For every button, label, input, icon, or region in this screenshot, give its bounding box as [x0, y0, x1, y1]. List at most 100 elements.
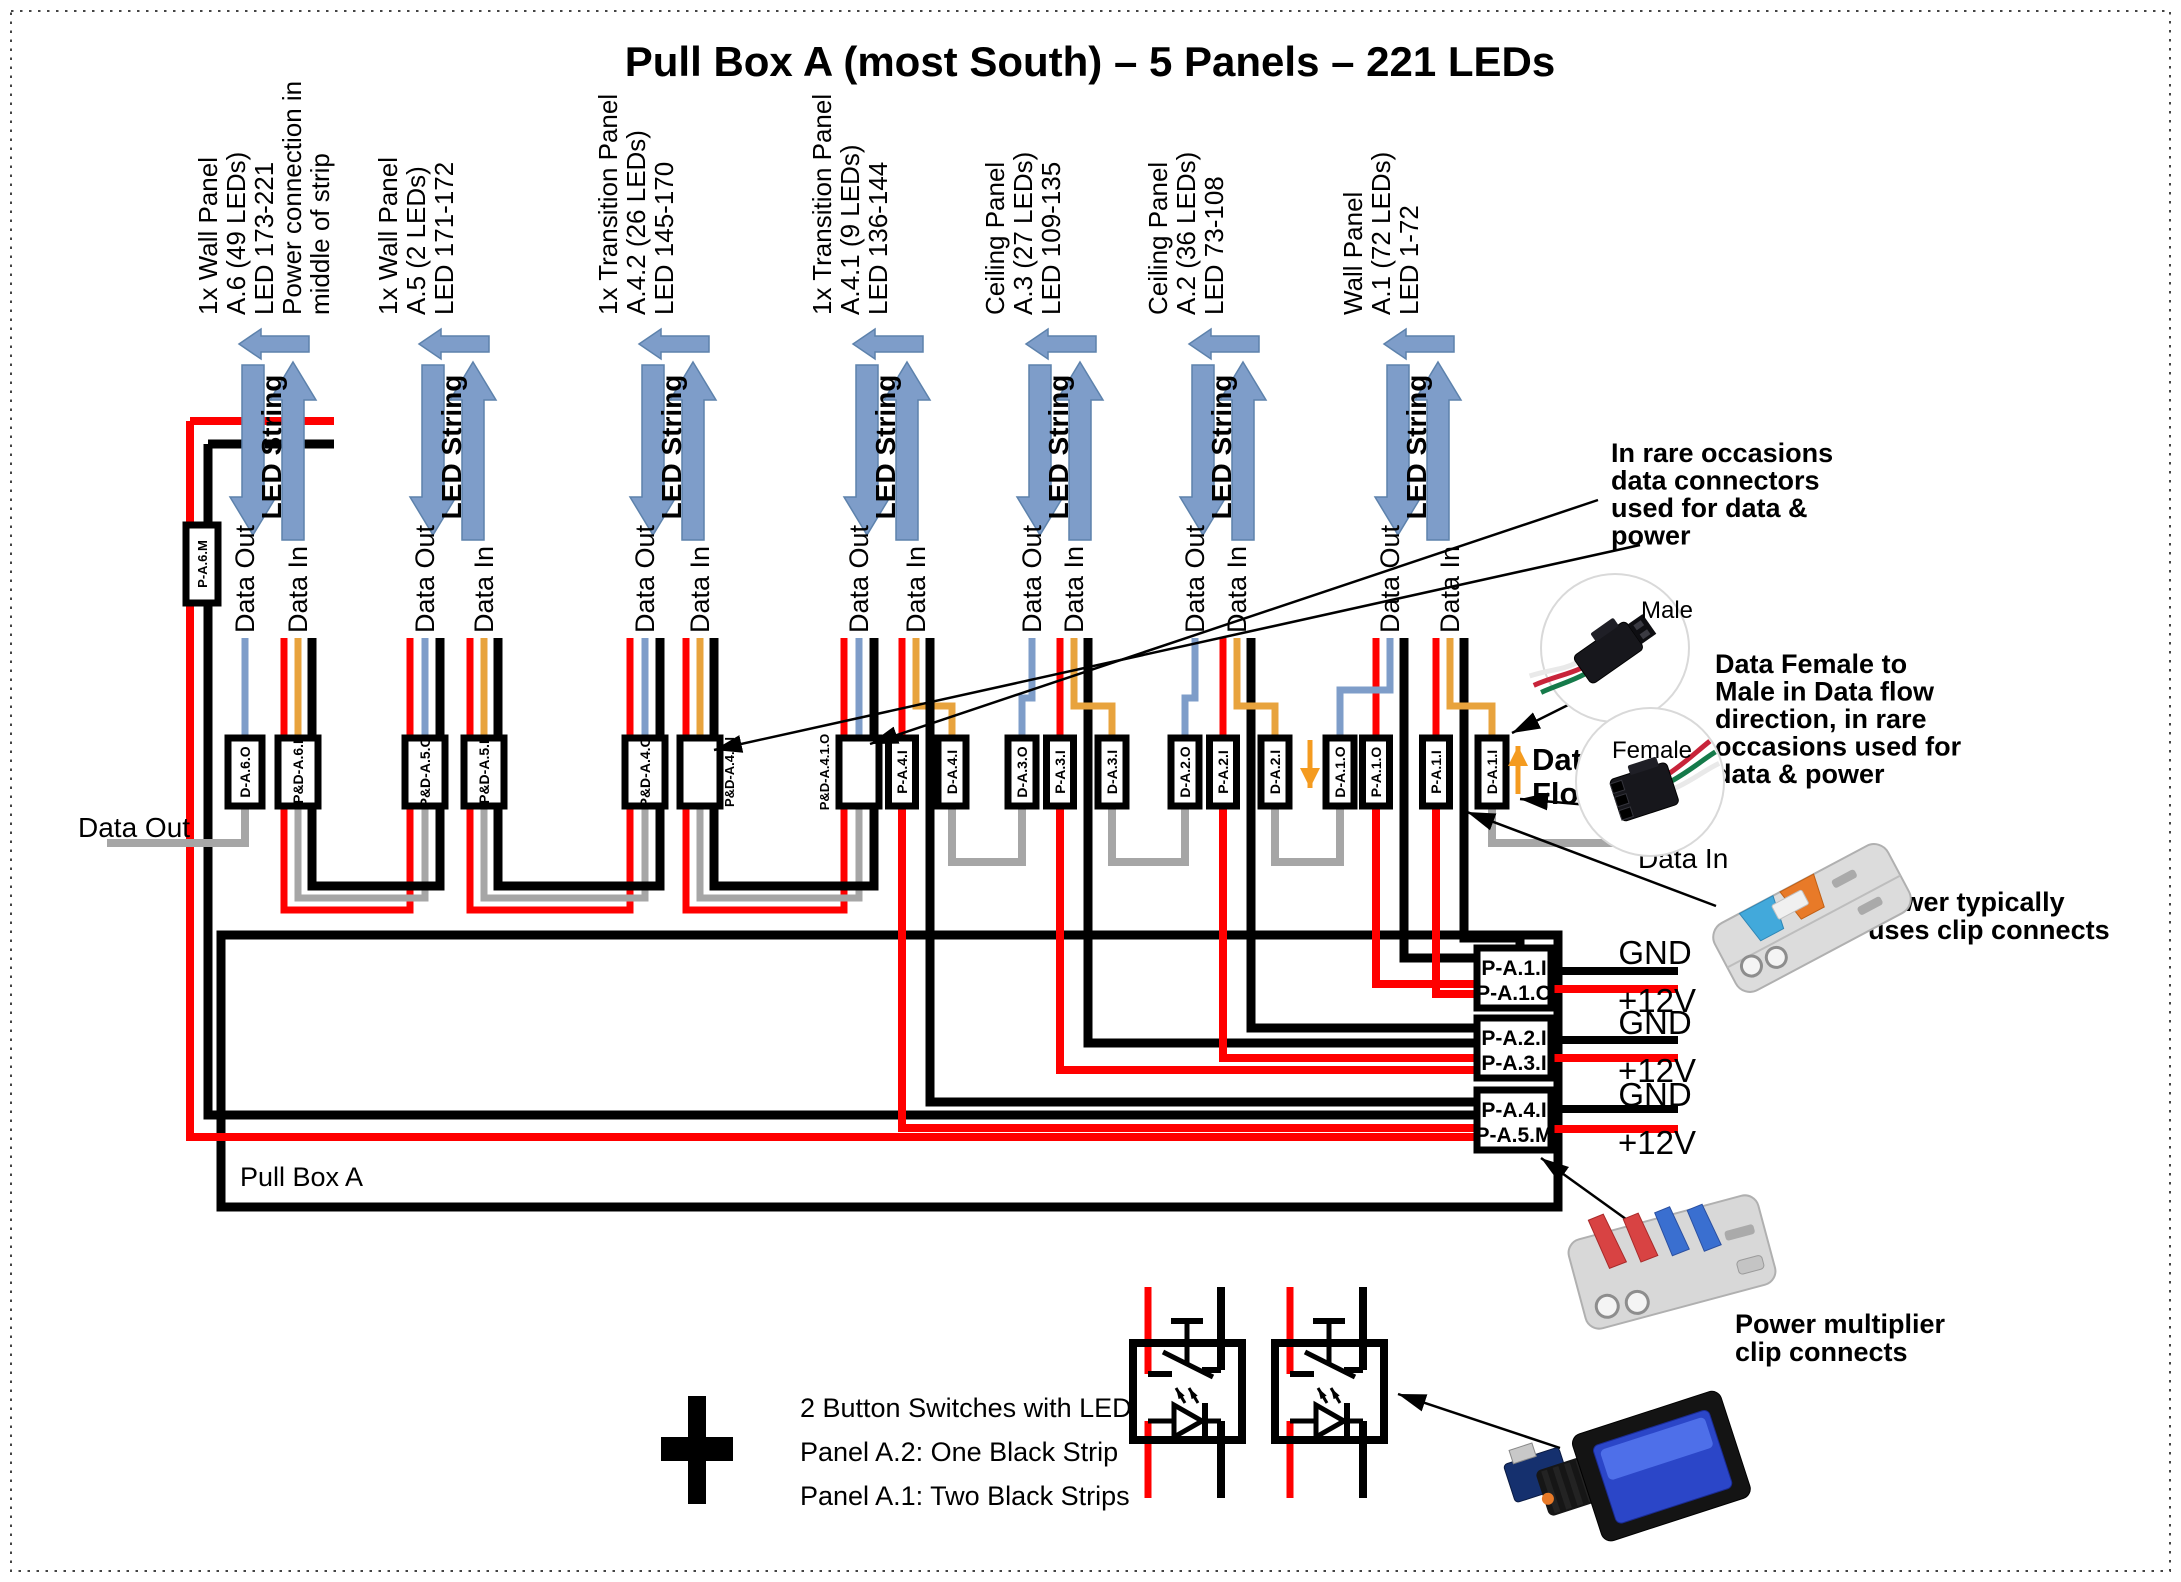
connector-label: D-A.2.O [1177, 746, 1193, 797]
connector-label: P&D-A.5.O [417, 737, 433, 808]
panel-label-line: A.1 (72 LEDs) [1366, 152, 1396, 315]
connector-box [274, 734, 322, 810]
data-in-label: Data In [283, 546, 313, 633]
connector-box [1322, 734, 1358, 810]
led-string-turn-arrow-icon [851, 327, 924, 361]
annotation-arrow [869, 498, 1599, 746]
power-feed-wire [203, 444, 1477, 1120]
connector-label: D-A.1.O [1332, 746, 1348, 797]
power-box-label: P-A.1.I [1481, 957, 1546, 980]
power-feed-wire [1372, 806, 1477, 988]
power-feed-wire [925, 638, 1477, 1107]
led-string-down-arrow-icon [1178, 364, 1228, 537]
led-string-label: LED String [256, 375, 287, 520]
power-clip-note: uses clip connects [1868, 915, 2110, 945]
female-male-note: Data Female to [1715, 649, 1907, 679]
v12-label: +12V [1618, 982, 1696, 1019]
data-out-label: Data Out [844, 524, 874, 633]
data-in-wire-orange [1233, 638, 1279, 738]
data-out-left-label: Data Out [78, 812, 190, 843]
connector-label: D-A.4.I [944, 750, 960, 794]
power-feed-wire [898, 806, 1477, 1132]
u-link-black [709, 806, 879, 891]
panel-label-line: LED 145-170 [649, 162, 679, 315]
u-link-red [280, 806, 414, 914]
panel-label-line: LED 171-172 [429, 162, 459, 315]
panel-label-line: 1x Transition Panel [593, 94, 623, 315]
data-in-label: Data In [1059, 546, 1089, 633]
rare-data-note: used for data & [1611, 493, 1808, 523]
male-label: Male [1641, 597, 1693, 624]
data-out-label: Data Out [410, 524, 440, 633]
connector-label: P-A.2.I [1215, 750, 1231, 794]
connector-box [1094, 734, 1130, 810]
female-connector-photo [1609, 739, 1721, 822]
led-string-label: LED String [436, 375, 467, 520]
data-out-label: Data Out [1375, 524, 1405, 633]
gnd-label: GND [1618, 1076, 1691, 1113]
power-box-label: P-A.3.I [1481, 1052, 1546, 1075]
connector-box [460, 734, 508, 810]
gnd-label: GND [1618, 934, 1691, 971]
led-string-down-arrow-icon [1015, 364, 1065, 537]
panel-label-line: A.5 (2 LEDs) [401, 166, 431, 315]
panel-label-line: 1x Wall Panel [193, 157, 223, 315]
connector-label: P-A.4.I [894, 750, 910, 794]
data-out-label: Data Out [1017, 524, 1047, 633]
power-box [1473, 1086, 1555, 1154]
switches-note: Panel A.1: Two Black Strips [800, 1481, 1130, 1511]
led-string-up-arrow-icon [1055, 360, 1105, 541]
rare-data-note: In rare occasions [1611, 438, 1833, 468]
connector-label: P&D-A.6.I [290, 740, 306, 804]
rare-data-note: data connectors [1611, 466, 1820, 496]
data-out-wire [1181, 638, 1199, 738]
page-title: Pull Box A (most South) – 5 Panels – 221… [625, 38, 1555, 85]
connector-label: D-A.3.O [1014, 746, 1030, 797]
connector-box [182, 521, 222, 607]
pull-box-label: Pull Box A [240, 1162, 363, 1192]
led-string-down-arrow-icon [228, 364, 278, 537]
data-link-gray [1271, 806, 1344, 866]
connector-box [1043, 734, 1077, 810]
panel-label-line: Ceiling Panel [980, 162, 1010, 315]
connector-label: P-A.3.I [1052, 750, 1068, 794]
led-string-down-arrow-icon [408, 364, 458, 537]
power-box [1473, 1014, 1555, 1082]
power-feed-wire [1056, 806, 1477, 1074]
data-in-wire-orange [1070, 638, 1116, 738]
data-out-wire-blue [1336, 638, 1394, 738]
panel-label-line: A.4.1 (9 LEDs) [835, 144, 865, 315]
plus-icon [661, 1437, 733, 1461]
data-out-label: Data Out [1180, 524, 1210, 633]
connector-box [835, 734, 883, 810]
led-string-down-arrow-icon [1373, 364, 1423, 537]
power-clip-photo [1712, 843, 1912, 993]
power-box [1473, 944, 1555, 1012]
power-multiplier-note: clip connects [1735, 1337, 1908, 1367]
power-feed-wire [1399, 638, 1477, 963]
switches-note: Panel A.2: One Black Strip [800, 1437, 1118, 1467]
data-in-label: Data In [685, 546, 715, 633]
male-connector-photo [1528, 614, 1657, 695]
panel-label-line: A.4.2 (26 LEDs) [621, 130, 651, 315]
led-string-up-arrow-icon [1413, 360, 1463, 541]
power-box-label: P-A.2.I [1481, 1027, 1546, 1050]
power-multiplier-note: Power multiplier [1735, 1309, 1946, 1339]
led-string-turn-arrow-icon [237, 327, 310, 361]
data-out-label: Data Out [630, 524, 660, 633]
annotation-arrow [1397, 1392, 1561, 1450]
pull-box-outline [216, 930, 1563, 1212]
led-string-down-arrow-icon [628, 364, 678, 537]
v12-label: +12V [1618, 1052, 1696, 1089]
u-link-gray [480, 806, 649, 902]
connector-label: D-A.3.I [1104, 750, 1120, 794]
panel-label-line: Power connection in [277, 81, 307, 315]
annotation-arrow [1329, 1387, 1342, 1404]
led-string-label: LED String [1206, 375, 1237, 520]
connector-label: P&D-A.5.I [476, 740, 492, 804]
power-feed-wire [1083, 638, 1477, 1048]
led-string-label: LED String [656, 375, 687, 520]
connector-box [1206, 734, 1240, 810]
panel-label-line: LED 1-72 [1394, 205, 1424, 315]
